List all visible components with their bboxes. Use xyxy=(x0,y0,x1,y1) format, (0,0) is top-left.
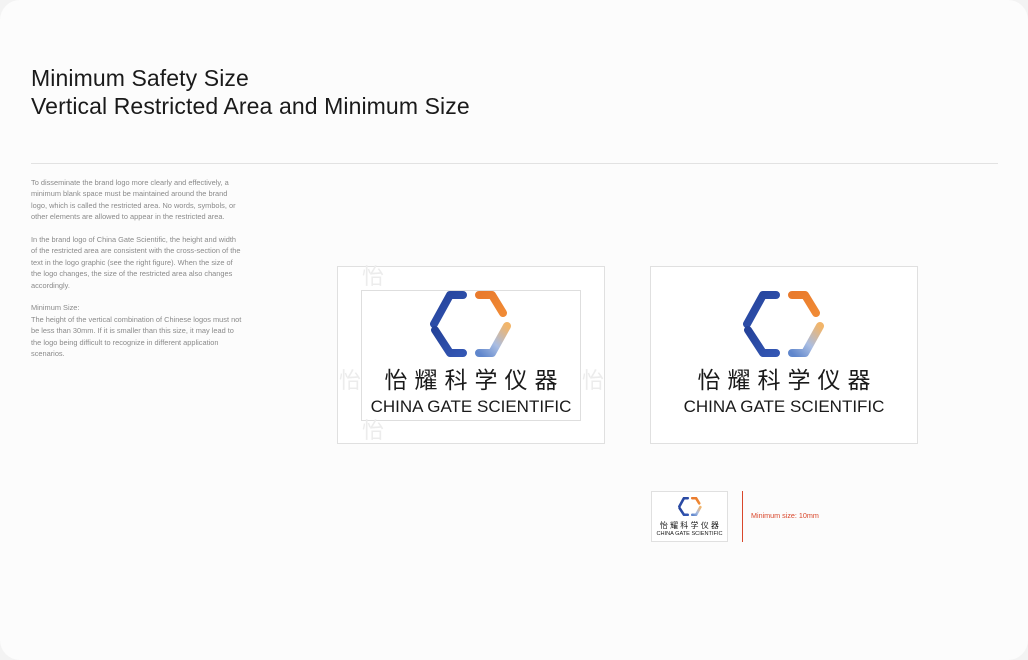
page-title-line-2: Vertical Restricted Area and Minimum Siz… xyxy=(31,93,470,119)
description-paragraph-restricted-area: To disseminate the brand logo more clear… xyxy=(31,178,236,222)
restricted-area-outline xyxy=(361,290,581,421)
minimum-size-indicator-line xyxy=(742,491,743,542)
logo-chinese-name: 怡耀科学仪器 xyxy=(659,521,722,530)
header-divider xyxy=(31,163,998,164)
page-title-line-1: Minimum Safety Size xyxy=(31,65,249,91)
logo-display-panel: 怡耀科学仪器 CHINA GATE SCIENTIFIC xyxy=(650,266,918,444)
restricted-unit-marker-right: 怡 xyxy=(582,369,605,394)
logo-chinese-name: 怡耀科学仪器 xyxy=(697,368,878,394)
page-title: Minimum Safety Size Vertical Restricted … xyxy=(31,64,470,120)
minimum-size-heading: Minimum Size: xyxy=(31,303,80,313)
logo-english-name: CHINA GATE SCIENTIFIC xyxy=(370,397,572,416)
restricted-unit-marker-bottom: 怡 xyxy=(362,419,385,444)
restricted-unit-marker-top: 怡 xyxy=(362,265,385,290)
restricted-area-panel: 怡 怡 怡 怡 xyxy=(337,266,605,444)
logo-english-name: CHINA GATE SCIENTIFIC xyxy=(656,531,723,537)
description-paragraph-minimum-size: The height of the vertical combination o… xyxy=(31,314,242,359)
brand-symbol-icon xyxy=(743,291,824,357)
restricted-unit-marker-left: 怡 xyxy=(339,369,362,394)
logo-english-name: CHINA GATE SCIENTIFIC xyxy=(683,397,885,416)
minimum-size-label: Minimum size: 10mm xyxy=(751,511,819,520)
logo-chinese-name: 怡耀科学仪器 xyxy=(384,368,565,394)
description-text: To disseminate the brand logo more clear… xyxy=(31,177,243,371)
minimum-size-panel: 怡耀科学仪器 CHINA GATE SCIENTIFIC xyxy=(651,491,728,542)
brand-symbol-icon xyxy=(430,291,511,357)
brand-logo: 怡耀科学仪器 CHINA GATE SCIENTIFIC xyxy=(674,290,894,417)
description-paragraph-dimensions: In the brand logo of China Gate Scientif… xyxy=(31,235,241,290)
brand-symbol-icon xyxy=(677,497,702,516)
brand-logo: 怡耀科学仪器 CHINA GATE SCIENTIFIC xyxy=(361,290,581,417)
brand-logo-small: 怡耀科学仪器 CHINA GATE SCIENTIFIC xyxy=(652,497,727,538)
